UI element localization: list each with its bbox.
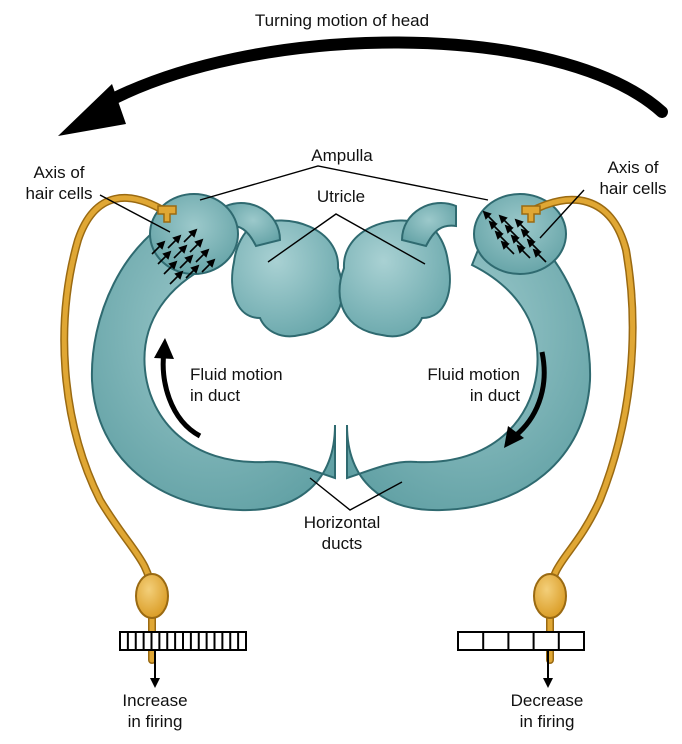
axis-left-line2: hair cells — [25, 184, 93, 203]
right-fluid-arrow — [504, 351, 547, 448]
hair-cell-arrowhead — [174, 270, 184, 280]
fluid-right-line1: Fluid motion — [427, 365, 520, 384]
curved-arrow-left-icon — [58, 84, 126, 136]
utricle-label: Utricle — [316, 187, 366, 206]
hair-cell-arrowhead — [532, 248, 542, 258]
hair-cell-arrowhead — [500, 240, 510, 250]
left-horizontal-duct — [90, 208, 336, 512]
hair-cell-arrowhead — [504, 224, 514, 234]
right-nerve — [521, 195, 637, 664]
left-ganglion-cell — [135, 573, 169, 619]
right-utricle — [338, 202, 457, 338]
fluid-left-line1: Fluid motion — [190, 365, 283, 384]
hair-cell-arrowhead — [190, 264, 200, 274]
left-fluid-arrow — [154, 338, 202, 439]
axis-left-line1: Axis of — [33, 163, 85, 182]
hair-cell-arrowhead — [178, 244, 188, 254]
hair-cell-arrowhead — [162, 250, 172, 260]
hair-cell-arrowhead — [206, 258, 216, 268]
axis-right-line1: Axis of — [607, 158, 659, 177]
increase-firing-label: Increase in firing — [100, 690, 210, 732]
axis-left-label: Axis of hair cells — [14, 162, 104, 204]
hair-cell-arrowhead — [494, 230, 504, 240]
head-turning-arrow — [58, 36, 668, 136]
hair-cell-arrowhead — [516, 244, 526, 254]
hair-cell-arrowhead — [184, 254, 194, 264]
hair-cell-arrowhead — [200, 248, 210, 258]
decrease-firing-label: Decrease in firing — [492, 690, 602, 732]
decrease-line2: in firing — [519, 712, 575, 731]
left-firing-ticks — [126, 632, 240, 650]
hair-cell-arrowhead — [510, 234, 520, 244]
fluid-right-line2: in duct — [469, 386, 520, 405]
curved-arrow-up-icon — [154, 338, 174, 359]
hair-cell-arrowhead — [168, 260, 178, 270]
right-firing-ticks — [482, 632, 560, 650]
hair-cell-arrowhead — [482, 210, 492, 220]
hair-cell-arrowhead — [156, 240, 166, 250]
decrease-line1: Decrease — [510, 691, 584, 710]
hair-cell-arrowhead — [520, 228, 530, 238]
fluid-right-label: Fluid motion in duct — [396, 364, 520, 406]
leader-lines — [99, 165, 585, 511]
hair-cell-arrowhead — [514, 218, 524, 228]
right-firing-train — [457, 631, 585, 688]
left-nerve — [60, 193, 177, 664]
right-horizontal-duct — [346, 208, 592, 512]
left-hair-cell-arrows — [151, 228, 216, 285]
hair-cell-arrowhead — [194, 238, 204, 248]
right-ganglion-cell — [533, 573, 567, 619]
left-utricle — [225, 202, 344, 338]
ampulla-label: Ampulla — [311, 146, 373, 165]
right-ampulla — [473, 193, 567, 275]
hair-cell-arrowhead — [488, 220, 498, 230]
increase-line2: in firing — [127, 712, 183, 731]
axis-right-label: Axis of hair cells — [588, 157, 678, 199]
ducts-line2: ducts — [321, 534, 363, 553]
fluid-left-line2: in duct — [190, 386, 241, 405]
right-hair-cell-arrows — [482, 210, 547, 263]
curved-arrow-down-icon — [504, 426, 524, 448]
left-firing-train — [119, 631, 247, 688]
increase-line1: Increase — [122, 691, 188, 710]
horizontal-ducts-label: Horizontal ducts — [286, 512, 398, 554]
hair-cell-arrowhead — [172, 234, 182, 244]
hair-cell-arrowhead — [498, 214, 508, 224]
head-motion-label: Turning motion of head — [254, 11, 430, 30]
axis-right-line2: hair cells — [599, 179, 667, 198]
ducts-line1: Horizontal — [303, 513, 381, 532]
hair-cell-arrowhead — [188, 228, 198, 238]
fluid-left-label: Fluid motion in duct — [190, 364, 283, 406]
hair-cell-arrowhead — [526, 238, 536, 248]
